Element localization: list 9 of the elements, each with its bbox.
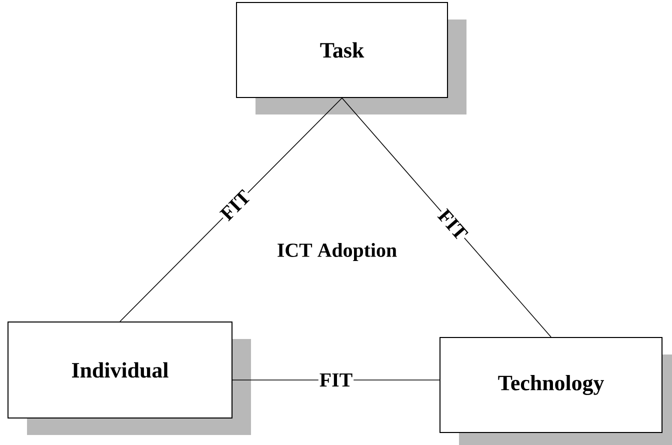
- box: Individual: [8, 322, 251, 435]
- box: Task: [236, 2, 466, 114]
- edge-label: FIT: [437, 208, 468, 240]
- box: Technology: [440, 337, 672, 445]
- edge-label: FIT: [320, 373, 352, 387]
- connector-line: [342, 98, 552, 338]
- center-label: ICT Adoption: [278, 242, 397, 262]
- edge-label: FIT: [219, 189, 250, 222]
- connector-line: [120, 98, 342, 322]
